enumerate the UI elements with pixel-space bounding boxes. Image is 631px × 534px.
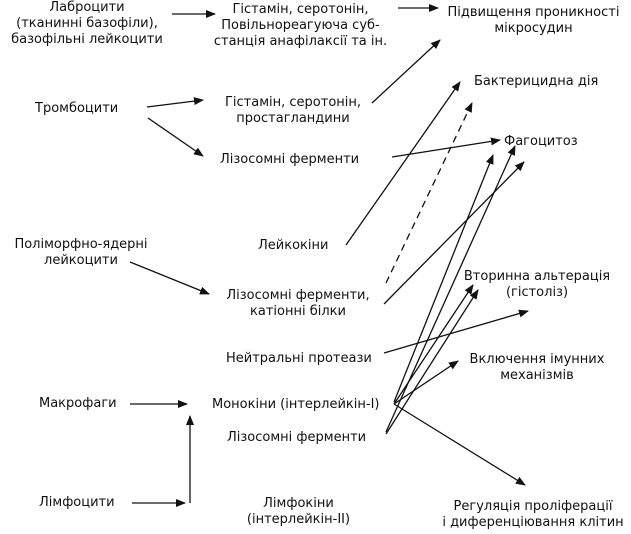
arrow-monokines-to-regulation — [393, 403, 526, 486]
node-lysosomal-cationic: Лізосомні ферменти, катіонні білки — [226, 288, 370, 319]
node-permeability: Підвищення проникності мікросудин — [447, 5, 620, 36]
node-lymphokines: Лімфокіни (інтерлейкін-ІІ) — [246, 496, 351, 527]
arrow-prostaglandins-to-permeability — [371, 39, 441, 104]
arrow-thrombocytes-to-histamine — [146, 97, 204, 108]
node-bactericidal: Бактерицидна дія — [474, 74, 599, 89]
node-secondary-alteration: Вторинна альтерація (гістоліз) — [463, 269, 611, 300]
node-thrombocytes: Тромбоцити — [35, 101, 119, 116]
node-lymphocytes: Лімфоцити — [39, 495, 115, 510]
node-neutral-proteases: Нейтральні протеази — [226, 351, 372, 366]
arrow-monokines-to-bactericidal — [393, 154, 494, 403]
node-lysosomal-enzymes-2: Лізосомні ферменти — [227, 430, 367, 445]
arrow-monokines-to-immune — [393, 360, 459, 405]
arrow-lysosomal-to-phagocytosis — [391, 137, 501, 158]
arrow-polymorphonuclear-to-lysosomal — [129, 261, 210, 295]
node-leukokinins: Лейкокіни — [258, 238, 329, 253]
arrow-leukokinins-to-permeability — [345, 81, 461, 246]
node-immune-inclusion: Включення імунних механізмів — [469, 352, 605, 383]
node-regulation: Регуляція проліферації і диференціювання… — [442, 499, 624, 530]
arrow-cationic-to-bactericidal — [385, 102, 473, 284]
node-polymorphonuclear: Поліморфно-ядерні лейкоцити — [14, 237, 148, 268]
arrow-cationic-to-phagocytosis — [383, 161, 525, 305]
node-histamine-srs: Гістамін, серотонін, Повільнореагуюча су… — [213, 2, 388, 49]
arrow-lysosomal2-to-phagocytosis — [385, 145, 516, 433]
arrow-lysosomal2-to-alteration — [385, 289, 479, 435]
node-histamine-prostaglandins: Гістамін, серотонін, простагландини — [224, 95, 362, 126]
node-phagocytosis: Фагоцитоз — [504, 134, 578, 149]
arrow-thrombocytes-to-lysosomal — [147, 117, 204, 157]
node-labrocytes: Лаброцити (тканинні базофіли), базофільн… — [11, 0, 163, 47]
node-lysosomal-enzymes-1: Лізосомні ферменти — [220, 152, 360, 167]
node-monokines: Монокіни (інтерлейкін-І) — [212, 397, 380, 412]
node-macrophages: Макрофаги — [39, 396, 117, 411]
arrow-proteases-to-alteration — [383, 309, 529, 354]
